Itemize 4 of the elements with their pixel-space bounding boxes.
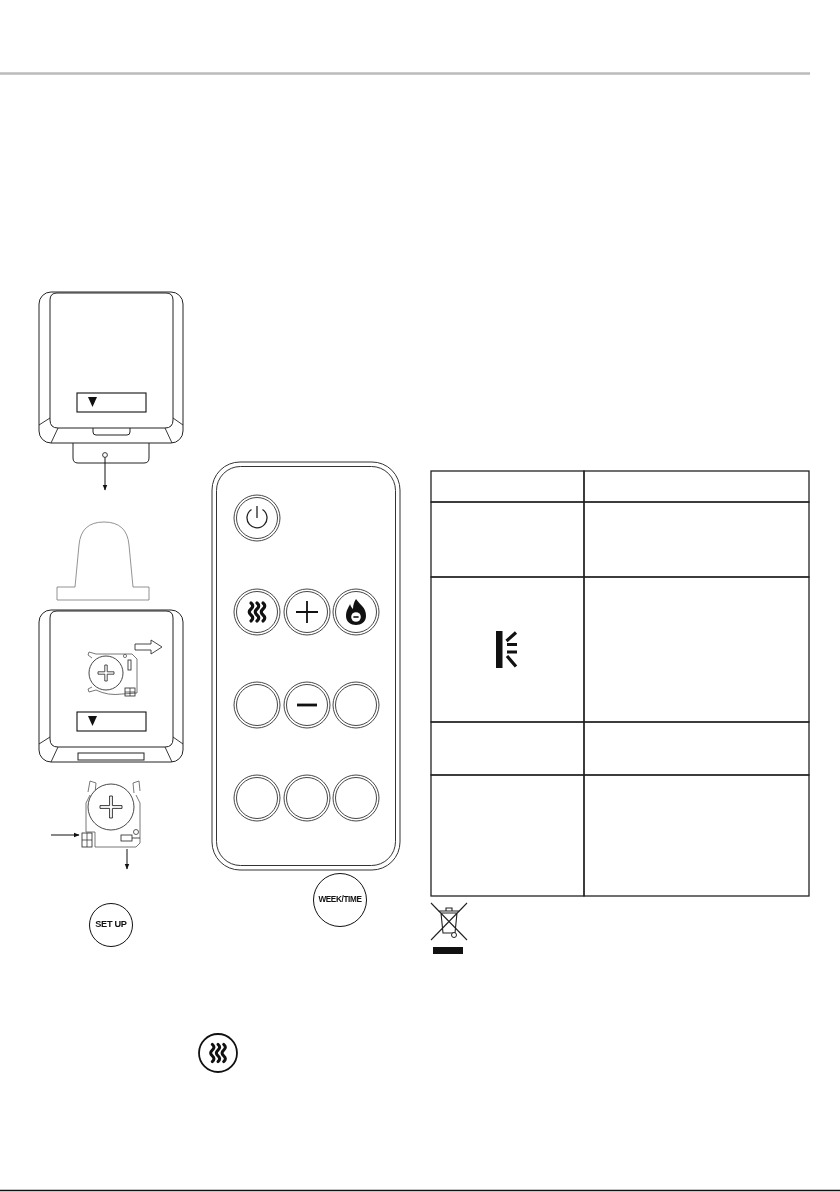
- round-key-symbol: [89, 903, 133, 947]
- round-key-symbol: [313, 873, 367, 927]
- key-label: WEEK/TIME: [318, 895, 362, 905]
- key-label: SET UP: [95, 920, 127, 930]
